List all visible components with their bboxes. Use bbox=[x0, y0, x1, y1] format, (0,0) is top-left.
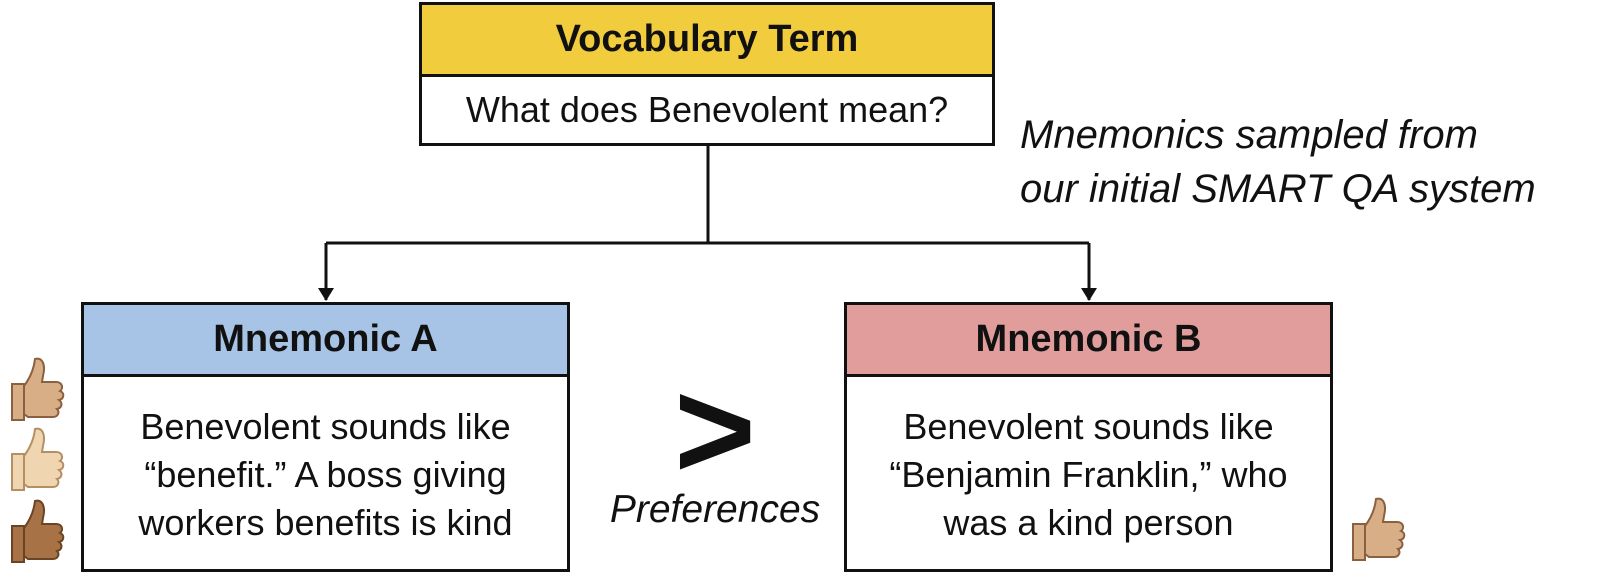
arrowhead-a bbox=[318, 288, 334, 301]
thumbs-up-icon bbox=[1352, 497, 1406, 561]
sampling-note: Mnemonics sampled from our initial SMART… bbox=[1020, 108, 1600, 216]
mnemonic-b-text: Benevolent sounds like “Benjamin Frankli… bbox=[847, 377, 1330, 567]
mnemonic-a-header: Mnemonic A bbox=[84, 305, 567, 377]
vocabulary-term-header: Vocabulary Term bbox=[422, 5, 992, 77]
mnemonic-a-line-3: workers benefits is kind bbox=[138, 502, 513, 543]
mnemonic-b-line-2: “Benjamin Franklin,” who bbox=[889, 454, 1288, 495]
thumbs-up-icon bbox=[11, 427, 65, 491]
thumbs-up-icon bbox=[11, 357, 65, 421]
mnemonic-a-line-1: Benevolent sounds like bbox=[140, 406, 511, 447]
sampling-note-line-2: our initial SMART QA system bbox=[1020, 167, 1536, 211]
arrowhead-b bbox=[1081, 288, 1097, 301]
thumbs-up-icon bbox=[11, 499, 65, 563]
vocabulary-term-box: Vocabulary Term What does Benevolent mea… bbox=[419, 2, 995, 146]
mnemonic-a-line-2: “benefit.” A boss giving bbox=[144, 454, 507, 495]
greater-than-symbol: > bbox=[674, 351, 756, 508]
mnemonic-b-line-1: Benevolent sounds like bbox=[903, 406, 1274, 447]
mnemonic-b-box: Mnemonic B Benevolent sounds like “Benja… bbox=[844, 302, 1333, 572]
mnemonic-b-header: Mnemonic B bbox=[847, 305, 1330, 377]
sampling-note-line-1: Mnemonics sampled from bbox=[1020, 113, 1478, 157]
preferences-label: Preferences bbox=[609, 488, 821, 531]
mnemonic-a-box: Mnemonic A Benevolent sounds like “benef… bbox=[81, 302, 570, 572]
mnemonic-a-text: Benevolent sounds like “benefit.” A boss… bbox=[84, 377, 567, 567]
vocabulary-question: What does Benevolent mean? bbox=[465, 89, 949, 130]
mnemonic-b-line-3: was a kind person bbox=[943, 502, 1234, 543]
